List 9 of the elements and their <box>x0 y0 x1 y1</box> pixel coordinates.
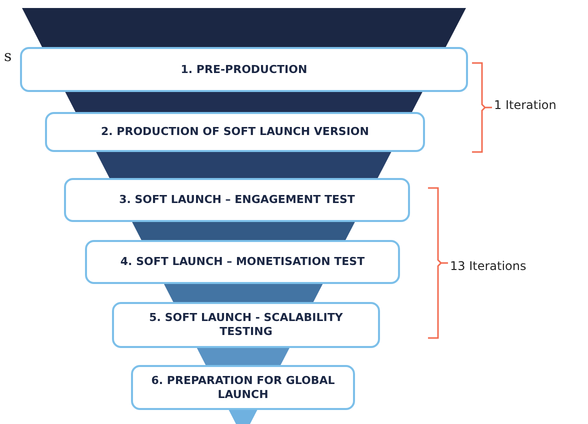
stage-box: 5. SOFT LAUNCH - SCALABILITY TESTING <box>112 302 380 348</box>
iteration-label: 1 Iteration <box>494 98 556 112</box>
fragment-text: s <box>4 47 12 65</box>
stage-box: 4. SOFT LAUNCH – MONETISATION TEST <box>85 240 400 284</box>
stage-box: 1. PRE-PRODUCTION <box>20 47 468 92</box>
stage-box: 3. SOFT LAUNCH – ENGAGEMENT TEST <box>64 178 410 222</box>
stage-box: 2. PRODUCTION OF SOFT LAUNCH VERSION <box>45 112 425 152</box>
stage-box: 6. PREPARATION FOR GLOBAL LAUNCH <box>131 365 355 410</box>
iteration-label: 13 Iterations <box>450 259 526 273</box>
